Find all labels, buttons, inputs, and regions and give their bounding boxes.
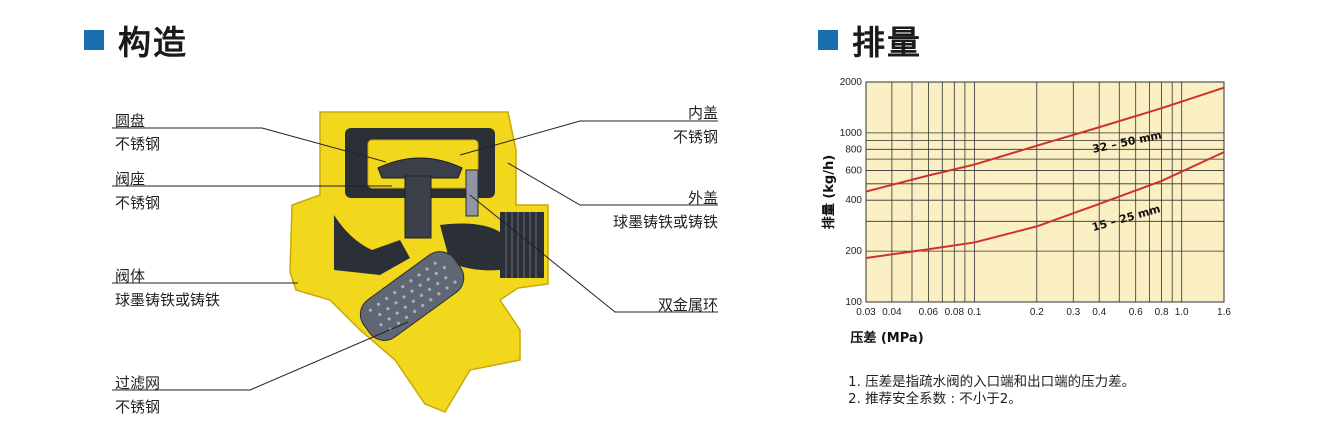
strainer-screen [359,251,465,341]
label-disc-material: 不锈钢 [115,135,161,153]
y-tick-label: 1000 [840,128,863,139]
x-axis-label: 压差 (MPa) [850,330,923,346]
label-inner-cover-material: 不锈钢 [672,128,718,146]
label-seat: 阀座 [115,170,146,188]
x-tick-label: 0.04 [882,307,902,318]
notes: 1. 压差是指疏水阀的入口端和出口端的压力差。 2. 推荐安全系数 : 不小于2… [848,374,1135,408]
outlet-port [500,212,544,278]
label-outer-cover-material: 球墨铸铁或铸铁 [612,213,718,231]
note-2: 2. 推荐安全系数 : 不小于2。 [848,391,1022,407]
capacity-heading-text: 排量 [852,23,922,62]
x-tick-label: 0.06 [919,307,939,318]
bimetal-ring [465,169,479,217]
label-seat-material: 不锈钢 [115,194,161,212]
y-axis-label: 排量 (kg/h) [821,155,837,229]
y-tick-label: 600 [845,165,862,176]
valve-seat [404,175,432,239]
series-line [865,151,1225,260]
x-tick-label: 0.3 [1066,307,1080,318]
disc [377,157,463,179]
x-tick-label: 1.0 [1175,307,1189,318]
x-tick-label: 0.03 [856,307,876,318]
x-tick-label: 0.8 [1155,307,1169,318]
x-tick-label: 0.4 [1092,307,1106,318]
x-tick-label: 0.2 [1030,307,1044,318]
label-strainer: 过滤网 [115,374,161,392]
leader-lines [112,120,718,391]
outlet-cavity [440,223,500,271]
construction-heading-text: 构造 [118,23,188,62]
label-strainer-material: 不锈钢 [115,398,161,416]
label-body-material: 球墨铸铁或铸铁 [115,291,221,309]
inlet-cavity [334,215,410,275]
y-tick-label: 800 [845,144,862,155]
label-disc: 圆盘 [115,112,146,130]
series-line [865,86,1225,193]
x-tick-label: 0.6 [1129,307,1143,318]
x-tick-label: 0.1 [967,307,981,318]
plot-area [865,81,1225,303]
capacity-heading: 排量 [818,20,922,62]
label-body: 阀体 [115,267,146,285]
gridlines [865,81,1225,303]
heading-square-icon [818,30,838,50]
label-inner-cover: 内盖 [687,104,718,122]
y-tick-label: 400 [845,195,862,206]
note-1: 1. 压差是指疏水阀的入口端和出口端的压力差。 [848,374,1136,390]
y-tick-label: 100 [845,297,862,308]
construction-heading: 构造 [84,20,188,62]
label-bimetal-ring: 双金属环 [657,296,718,314]
y-axis-ticks: 100 200 400 600 800 1000 2000 [840,77,863,308]
x-tick-label: 1.6 [1217,307,1231,318]
heading-square-icon [84,30,104,50]
y-tick-label: 2000 [840,77,863,88]
label-outer-cover: 外盖 [687,189,718,207]
x-tick-label: 0.08 [945,307,965,318]
y-tick-label: 200 [845,246,862,257]
